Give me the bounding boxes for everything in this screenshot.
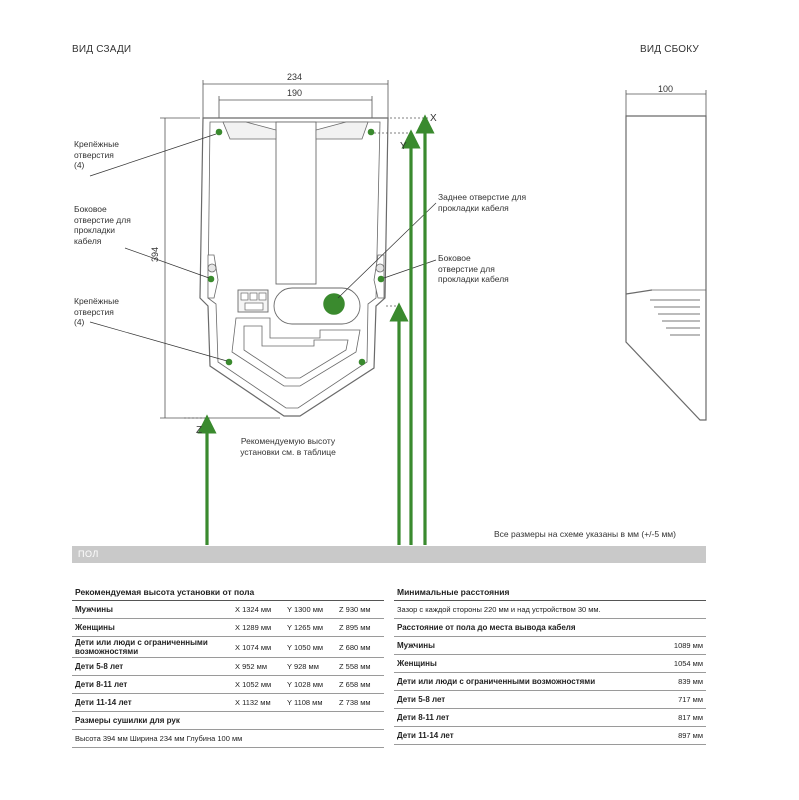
axis-z-label: Z bbox=[196, 425, 203, 436]
mount-hole-bottom-right bbox=[358, 358, 366, 366]
dryer-size-title: Размеры сушилки для рук bbox=[72, 711, 384, 730]
installation-drawing bbox=[89, 80, 707, 545]
axis-y-label: Y bbox=[400, 141, 407, 152]
dim-100: 100 bbox=[658, 84, 674, 94]
dryer-side-body bbox=[625, 115, 707, 421]
mount-hole-top-left bbox=[215, 128, 223, 136]
mount-hole-top-right bbox=[367, 128, 375, 136]
axis-x-label: X bbox=[430, 113, 437, 124]
dryer-size-text: Высота 394 мм Ширина 234 мм Глубина 100 … bbox=[72, 729, 384, 748]
rear-view-title: ВИД СЗАДИ bbox=[72, 44, 132, 55]
dim-394: 394 bbox=[150, 246, 160, 262]
side-view-title: ВИД СБОКУ bbox=[640, 44, 699, 55]
floor-label: ПОЛ bbox=[78, 549, 99, 559]
table-row: Дети или люди с ограниченными возможност… bbox=[394, 672, 706, 691]
clearance-text: Зазор с каждой стороны 220 мм и над устр… bbox=[394, 600, 706, 619]
side-depth-dimension bbox=[625, 90, 707, 116]
side-vent-slots bbox=[650, 299, 700, 336]
side-cable-hole-left bbox=[207, 275, 215, 283]
clearance-table: Минимальные расстояния Зазор с каждой ст… bbox=[394, 583, 706, 745]
rear-cable-hole bbox=[321, 291, 347, 317]
cable-distance-title: Расстояние от пола до места вывода кабел… bbox=[394, 618, 706, 637]
width-dimension-234 bbox=[202, 80, 389, 118]
height-dimension-394 bbox=[160, 117, 280, 419]
table-row: Дети или люди с ограниченными возможност… bbox=[72, 636, 384, 658]
all-dimensions-note: Все размеры на схеме указаны в мм (+/-5 … bbox=[494, 529, 676, 539]
table-title: Рекомендуемая высота установки от пола bbox=[72, 583, 384, 601]
height-arrows bbox=[197, 114, 435, 545]
side-cable-hole-right bbox=[377, 275, 385, 283]
floor-bar: ПОЛ bbox=[72, 546, 706, 563]
mount-hole-bottom-left bbox=[225, 358, 233, 366]
dim-234: 234 bbox=[287, 72, 303, 82]
dryer-rear-body bbox=[199, 117, 389, 417]
dim-190: 190 bbox=[287, 88, 303, 98]
clearance-title: Минимальные расстояния bbox=[394, 583, 706, 601]
installation-height-table: Рекомендуемая высота установки от пола М… bbox=[72, 583, 384, 748]
